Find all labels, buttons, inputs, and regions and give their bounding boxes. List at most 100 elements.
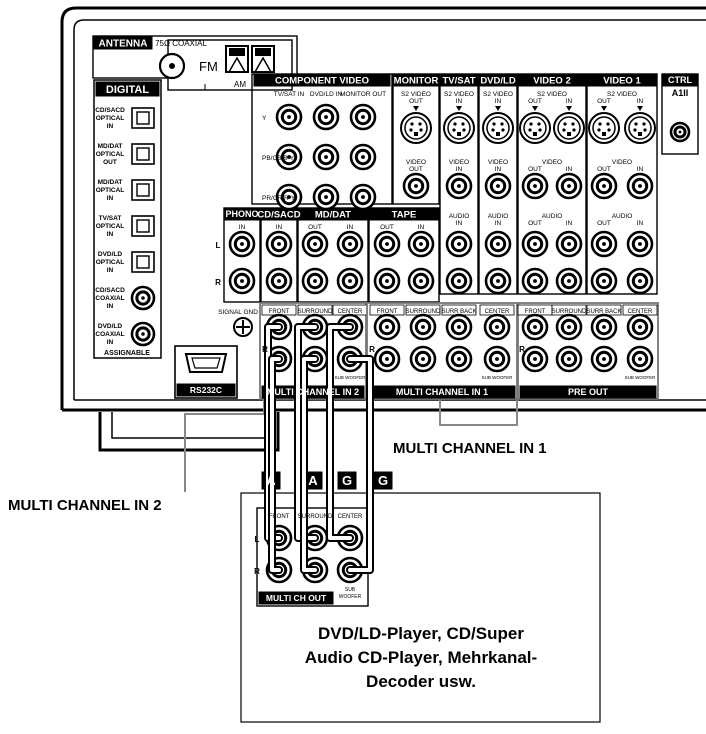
video-label: VIDEO	[542, 159, 562, 166]
phono-header	[224, 207, 260, 221]
s2-video-dir-label: IN	[637, 98, 644, 105]
rca-jack-icon	[555, 267, 583, 295]
rs232c-port-icon	[184, 353, 228, 373]
s-video-jack-icon	[624, 112, 656, 144]
rca-pin	[602, 325, 606, 329]
pre-out-box	[517, 302, 659, 400]
rca-jack-icon	[275, 143, 303, 171]
rca-pin	[385, 325, 389, 329]
cable-core	[348, 357, 372, 572]
multi-in-1-footer-label: MULTI CHANNEL IN 1	[396, 387, 488, 397]
rca-jack-icon	[301, 230, 329, 258]
digital-input-label: IN	[107, 303, 114, 310]
multi-in-1-channel-label: CENTER	[485, 309, 510, 315]
rca-pin	[567, 325, 571, 329]
video-label: VIDEO	[406, 159, 426, 166]
s-video-jack-icon	[553, 112, 585, 144]
s-video-key	[414, 132, 418, 136]
component-video-header-label: COMPONENT VIDEO	[275, 75, 369, 86]
s-video-key	[457, 132, 461, 136]
rca-pin	[141, 296, 145, 300]
rs232c-box	[174, 345, 238, 399]
digital-input-label: CD/SACD	[95, 287, 125, 294]
optical-port	[136, 183, 150, 197]
device-description: DVD/LD-Player, CD/Super Audio CD-Player,…	[242, 622, 600, 694]
channel-r-label: R	[369, 345, 375, 354]
s-video-key	[638, 132, 642, 136]
s2-video-dir-label: OUT	[597, 98, 611, 105]
multi-channel-in-1-callout: MULTI CHANNEL IN 1	[393, 440, 547, 457]
video-section-header-label: VIDEO 2	[533, 75, 571, 86]
rca-pin	[533, 242, 537, 246]
s-video-face	[592, 116, 616, 140]
digital-header-label: DIGITAL	[106, 84, 149, 96]
s-video-face	[404, 116, 428, 140]
rca-jack-icon	[373, 267, 401, 295]
rca-jack-icon	[484, 230, 512, 258]
rca-pin	[457, 279, 461, 283]
arrow-down-icon	[532, 106, 538, 111]
rca-pin	[457, 242, 461, 246]
s2-video-dir-label: OUT	[528, 98, 542, 105]
rca-pin	[421, 325, 425, 329]
multi-in-2-channel-label: CENTER	[338, 309, 363, 315]
chassis-foot-inner	[111, 412, 267, 439]
rca-jack-icon	[590, 345, 618, 373]
pre-out-footer	[519, 385, 657, 399]
video-section-header	[393, 73, 439, 87]
channel-r-label: R	[215, 278, 221, 287]
pre-out-channel-label: SURROUND	[552, 309, 587, 315]
rca-pin	[457, 357, 461, 361]
pre-out-sub-label: SUB WOOFER	[625, 375, 657, 380]
s-video-jack-icon	[443, 112, 475, 144]
rca-jack-icon	[590, 313, 618, 341]
rca-jack-icon	[590, 230, 618, 258]
device-line: DVD/LD-Player, CD/Super	[318, 624, 524, 643]
digital-input-label: OPTICAL	[96, 187, 125, 194]
video-dir-label: OUT	[597, 166, 611, 173]
ctrl-header-label: CTRL	[668, 75, 692, 85]
rca-jack-icon	[555, 313, 583, 341]
rca-jack-icon	[130, 285, 156, 311]
cable-core	[302, 357, 317, 572]
rca-pin	[533, 357, 537, 361]
rca-pin	[457, 325, 461, 329]
optical-jack-icon	[131, 179, 155, 201]
multi-in-2-footer-label: MULTI CHANNEL IN 2	[267, 387, 359, 397]
audio-section-header	[261, 207, 297, 221]
rca-jack-icon	[484, 172, 512, 200]
s2-video-label: S2 VIDEO	[483, 91, 513, 98]
s2-video-dir-label: OUT	[409, 98, 423, 105]
s-video-key	[496, 132, 500, 136]
rs232c-label-label: RS232C	[190, 385, 222, 395]
digital-footer: ASSIGNABLE	[104, 350, 150, 357]
s-video-pin	[643, 128, 647, 132]
s-video-pin	[461, 122, 465, 126]
video-section-header	[479, 73, 517, 87]
s-video-pin	[606, 122, 610, 126]
audio-dir-label: IN	[495, 220, 502, 227]
multi-in-2-callout-line	[184, 400, 265, 492]
rca-jack-icon	[626, 230, 654, 258]
video-dir-label: OUT	[409, 166, 423, 173]
cable-tag-label: A	[308, 473, 318, 488]
rca-jack-icon	[521, 313, 549, 341]
rca-pin	[495, 325, 499, 329]
channel-r-label: R	[254, 567, 260, 576]
antenna-coax-label: 75Ω COAXIAL	[155, 39, 207, 48]
s-video-pin	[597, 128, 601, 132]
device-output-footer-label: MULTI CH OUT	[266, 593, 327, 603]
antenna-header-label: ANTENNA	[99, 39, 148, 50]
rca-pin	[567, 184, 571, 188]
s-video-face	[523, 116, 547, 140]
rca-jack-icon	[228, 267, 256, 295]
s-video-pin	[528, 128, 532, 132]
rca-jack-icon	[555, 172, 583, 200]
rca-jack-icon	[409, 345, 437, 373]
video-label: VIDEO	[488, 159, 508, 166]
rca-pin	[638, 242, 642, 246]
audio-dir-label: IN	[566, 220, 573, 227]
signal-gnd-cross	[236, 320, 250, 334]
video-section-header-label: MONITOR	[394, 75, 439, 86]
video-section-header	[440, 73, 478, 87]
